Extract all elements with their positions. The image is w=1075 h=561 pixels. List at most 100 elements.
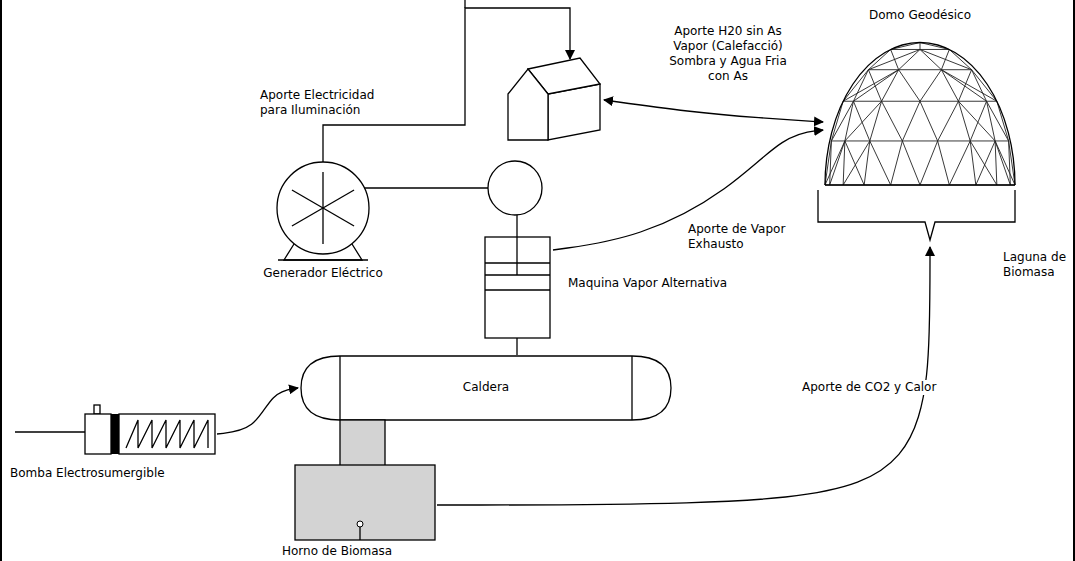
geodesic-dome: Domo Geodésico [820,8,1020,188]
house-gable [508,69,548,140]
pump-motor [85,414,111,454]
biomass-lagoon: Laguna de Biomasa [815,188,1020,244]
piston-bottom [485,289,550,290]
dome-strut [882,70,899,102]
dome-strut [920,49,949,50]
dome-strut [970,141,976,185]
furnace-knob [357,521,363,527]
dome-strut [843,101,853,102]
house-icon [505,52,602,144]
wire-stub [464,0,465,8]
dome-strut [902,140,937,141]
steam-engine: Maquina Vapor Alternativa [483,158,553,340]
piston-rod [516,215,517,275]
boiler-divider [339,356,340,420]
furnace-body [295,465,435,540]
frame-right [1073,0,1075,561]
dome-strut [902,141,920,185]
dome-strut [845,101,854,141]
generator: Generador Eléctrico [272,160,374,264]
dome-strut [868,49,920,69]
inlet-pipe [15,431,85,432]
dome-strut [995,140,1008,141]
generator-circle [277,162,369,254]
node-label: Maquina Vapor Alternativa [568,276,727,291]
dome-strut [970,101,986,141]
dome-strut [995,141,1010,185]
edge-label: Aporte H20 sin As Vapor (Calefacció) Som… [660,24,796,84]
generator-rotor [292,190,354,226]
geodesic-dome-drawing [820,8,1020,188]
dome-strut [970,141,997,185]
dome-strut [845,101,882,141]
dome-strut [920,70,941,102]
dome-strut [987,101,996,141]
steam-pipe [516,338,517,355]
piston-mid [485,274,550,275]
node-label: Generador Eléctrico [232,266,414,281]
dome-strut [920,43,921,50]
dome-strut [995,141,997,185]
piston-top [485,262,550,263]
pump-impeller [126,420,208,448]
node-label: Horno de Biomasa [282,544,392,559]
dome-strut [941,69,971,70]
dome-outline [825,42,1015,185]
dome-strut [920,101,958,102]
lagoon-bracket [818,190,1015,240]
node-label: Domo Geodésico [820,8,1020,23]
dome-strut [938,140,971,141]
node-label: Laguna de Biomasa [1003,250,1069,280]
dome-strut [899,69,942,70]
dome-strut [902,101,920,141]
dome-strut [920,49,941,69]
submersible-pump-drawing [84,402,217,457]
boiler: Caldera [300,355,672,421]
submersible-pump: Bomba Electrosumergible [84,402,217,457]
dome-base [825,184,1015,185]
dome-strut [920,49,972,69]
dome-strut [976,141,995,185]
dome-strut [845,140,870,141]
biomass-lagoon-drawing [815,188,1020,244]
house-icon-drawing [505,52,602,144]
dome-strut [853,101,881,102]
dome-strut [920,141,938,185]
dome-strut [891,49,899,69]
boiler-divider [631,356,632,420]
dome-strut [987,101,997,102]
dome-strut [882,101,920,102]
dome-strut [868,49,890,69]
dome-strut [997,101,1009,141]
pump-seal [111,414,119,454]
dome-strut [899,49,920,69]
dome-strut [853,101,869,141]
cylinder [485,237,550,338]
dome-strut [958,101,986,102]
edge-label: Aporte de CO2 y Calor [800,380,938,395]
dome-strut [882,101,903,141]
pump-body [119,414,215,454]
dome-strut [970,140,995,141]
dome-strut [845,141,864,185]
biomass-furnace: Horno de Biomasa [294,420,437,542]
generator-rotor [292,190,354,226]
edge-label: Aporte de Vapor Exhausto [686,222,796,252]
flow-connector [217,388,298,434]
flow-connector [323,8,570,162]
dome-strut [843,70,868,102]
dome-strut [949,141,970,185]
node-label: Bomba Electrosumergible [10,466,165,481]
dome-strut [830,141,832,185]
dome-strut [920,101,938,141]
dome-strut [868,69,898,70]
dome-strut [843,141,845,185]
pump-tab [94,405,100,414]
dome-strut [870,141,891,185]
dome-strut [831,101,843,141]
dome-strut [864,141,870,185]
furnace-knob-stem [359,526,360,540]
biomass-furnace-drawing [294,420,437,542]
steam-engine-drawing [483,158,553,340]
dome-strut [868,70,881,102]
